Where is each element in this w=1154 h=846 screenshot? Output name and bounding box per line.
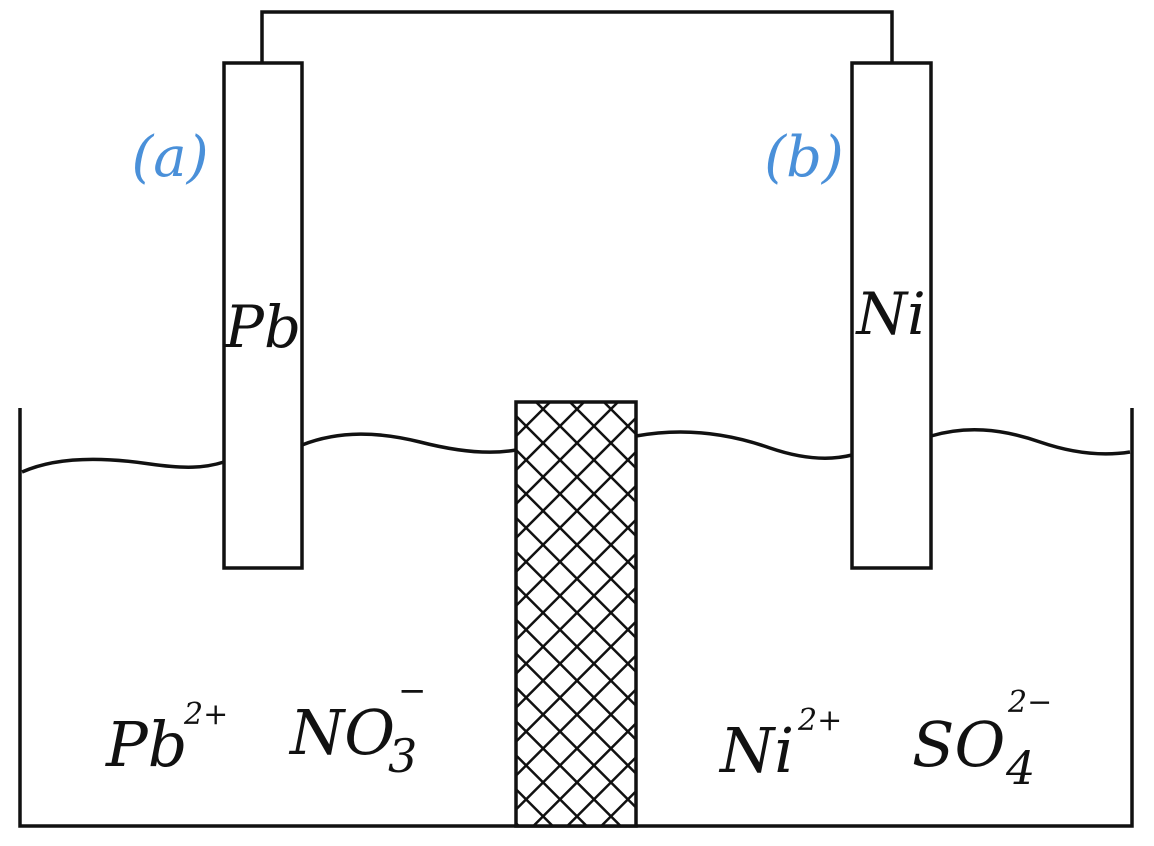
electrode-left-metal-label: Pb xyxy=(224,293,301,361)
electrode-right xyxy=(850,61,933,570)
salt-bridge xyxy=(514,400,638,828)
left-cation-charge: 2+ xyxy=(183,697,228,732)
electrode-right-tag: (b) xyxy=(764,125,844,190)
electrode-left xyxy=(222,61,304,570)
right-anion-charge: 2− xyxy=(1007,685,1052,720)
left-anion-symbol: NO xyxy=(288,696,395,769)
left-anion-charge: − xyxy=(398,671,427,711)
left-cation-symbol: Pb xyxy=(105,708,187,781)
liquid-surface-left-mid xyxy=(301,432,517,454)
liquid-surface-left xyxy=(21,457,225,474)
liquid-surface-right xyxy=(930,428,1131,456)
external-wire xyxy=(260,10,894,63)
liquid-surface-right-mid xyxy=(635,430,853,460)
right-cation-charge: 2+ xyxy=(797,703,842,738)
electrode-right-metal-label: Ni xyxy=(854,280,925,348)
right-cation-symbol: Ni xyxy=(718,714,794,787)
right-anion-symbol: SO xyxy=(912,708,1005,781)
right-anion-subscript: 4 xyxy=(1005,741,1035,795)
left-anion-subscript: 3 xyxy=(388,729,417,783)
electrode-left-tag: (a) xyxy=(131,125,208,190)
